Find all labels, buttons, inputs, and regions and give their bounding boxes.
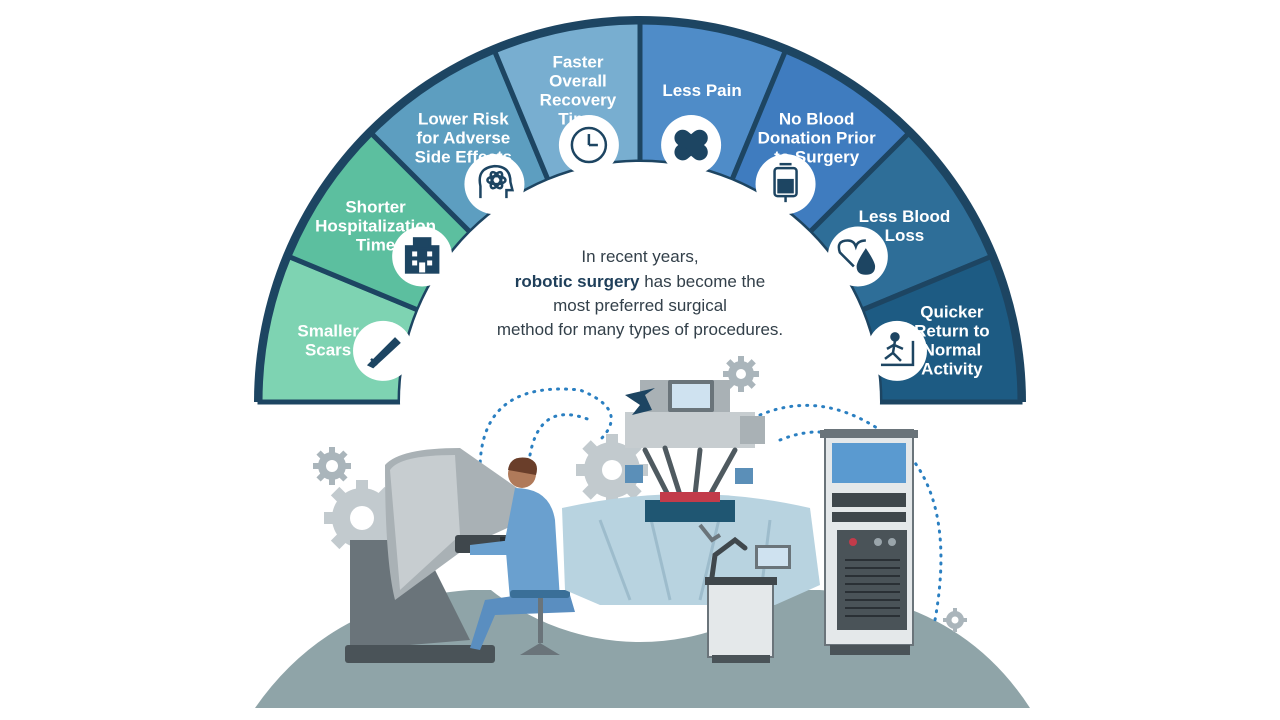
benefit-label-line: Time bbox=[558, 110, 597, 129]
dotted-trail-left-2 bbox=[528, 413, 592, 457]
benefit-label-line: Recovery bbox=[540, 91, 617, 110]
blood-bag-icon bbox=[773, 162, 798, 203]
center-line-2-bold: robotic surgery bbox=[515, 272, 640, 291]
benefit-label-line: for Adverse bbox=[416, 129, 510, 148]
gear-icon bbox=[723, 356, 759, 392]
dotted-trails bbox=[478, 387, 943, 622]
instrument-cart bbox=[698, 523, 791, 663]
surgeon bbox=[470, 457, 575, 655]
benefit-label-line: Hospitalization bbox=[315, 216, 436, 235]
hospital-icon bbox=[404, 237, 440, 274]
center-line-2: robotic surgery has become the bbox=[515, 272, 765, 291]
benefit-label-line: Quicker bbox=[920, 302, 984, 321]
benefit-label-line: Faster bbox=[552, 53, 603, 72]
spark-icon bbox=[625, 388, 655, 415]
icon-ring bbox=[353, 115, 927, 381]
benefit-label-line: Less Blood bbox=[859, 207, 951, 226]
gear-icon bbox=[943, 608, 967, 632]
center-line-4: method for many types of procedures. bbox=[497, 320, 783, 339]
vision-tower bbox=[820, 429, 918, 655]
benefit-label-line: Donation Prior bbox=[758, 129, 876, 148]
scalpel-icon bbox=[366, 337, 401, 369]
benefit-label-line: Scars bbox=[305, 340, 351, 359]
center-line-2-rest: has become the bbox=[640, 272, 766, 291]
benefit-label-line: Activity bbox=[921, 359, 983, 378]
surgical-robot bbox=[625, 380, 765, 502]
dotted-trail-right bbox=[758, 403, 943, 622]
benefit-label-line: Smaller bbox=[297, 321, 359, 340]
benefit-label-line: Time bbox=[356, 235, 395, 254]
dotted-trail-right-2 bbox=[778, 430, 862, 452]
brain-atom-icon bbox=[478, 164, 515, 199]
treadmill-icon bbox=[880, 332, 915, 367]
benefit-label-line: to Surgery bbox=[774, 148, 860, 167]
center-line-1: In recent years, bbox=[581, 247, 698, 266]
benefit-label-line: Less Pain bbox=[662, 81, 741, 100]
bandage-icon bbox=[674, 129, 708, 161]
center-statement: In recent years, robotic surgery has bec… bbox=[497, 247, 783, 339]
benefit-label-line: Side Effects bbox=[415, 148, 512, 167]
gears bbox=[313, 356, 967, 632]
benefit-label-line: Normal bbox=[923, 340, 982, 359]
benefit-label-line: Overall bbox=[549, 72, 607, 91]
center-line-3: most preferred surgical bbox=[553, 296, 727, 315]
gear-icon bbox=[313, 447, 351, 485]
benefit-label-line: Lower Risk bbox=[418, 110, 509, 129]
benefit-label-line: No Blood bbox=[779, 110, 855, 129]
benefit-label-line: Return to bbox=[914, 321, 990, 340]
clock-icon bbox=[570, 126, 608, 164]
surgeon-console bbox=[345, 448, 525, 663]
benefit-label: Less Pain bbox=[662, 81, 741, 100]
dotted-trail-left bbox=[478, 387, 613, 472]
blood-drop-heart-icon bbox=[827, 226, 888, 287]
benefit-label-line: Loss bbox=[885, 226, 925, 245]
benefit-label-line: Shorter bbox=[345, 197, 406, 216]
blood-drop-heart-icon bbox=[837, 239, 876, 275]
